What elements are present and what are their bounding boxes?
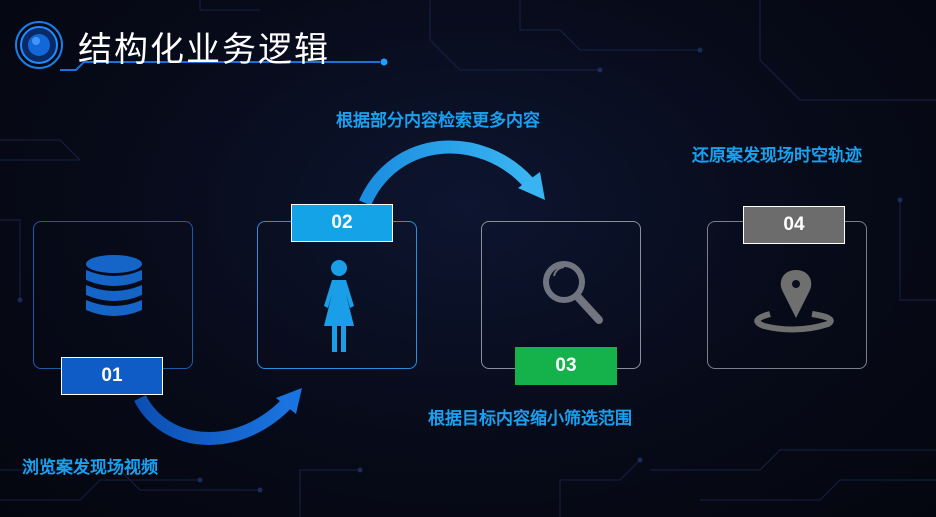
step-label-03: 根据目标内容缩小筛选范围 [428, 409, 632, 429]
step-number-03: 03 [515, 347, 617, 385]
title-underline [60, 58, 388, 71]
person-icon [324, 260, 354, 352]
page-title: 结构化业务逻辑 [78, 30, 330, 70]
location-pin-icon [754, 270, 834, 333]
title-badge-icon [15, 21, 63, 69]
search-icon [543, 261, 603, 324]
step-label-02: 根据部分内容检索更多内容 [336, 111, 540, 131]
step-number-04: 04 [743, 206, 845, 244]
arrow-step1-to-step2 [134, 388, 302, 445]
step-label-01: 浏览案发现场视频 [22, 458, 158, 478]
step-card-01 [33, 221, 193, 369]
step-label-04: 还原案发现场时空轨迹 [692, 146, 862, 166]
step-number-02: 02 [291, 204, 393, 242]
step-number-01: 01 [61, 357, 163, 395]
page-header: 结构化业务逻辑 [14, 18, 394, 80]
database-icon [86, 255, 142, 316]
arrow-step2-to-step3 [359, 140, 545, 206]
step-card-02 [257, 221, 417, 369]
